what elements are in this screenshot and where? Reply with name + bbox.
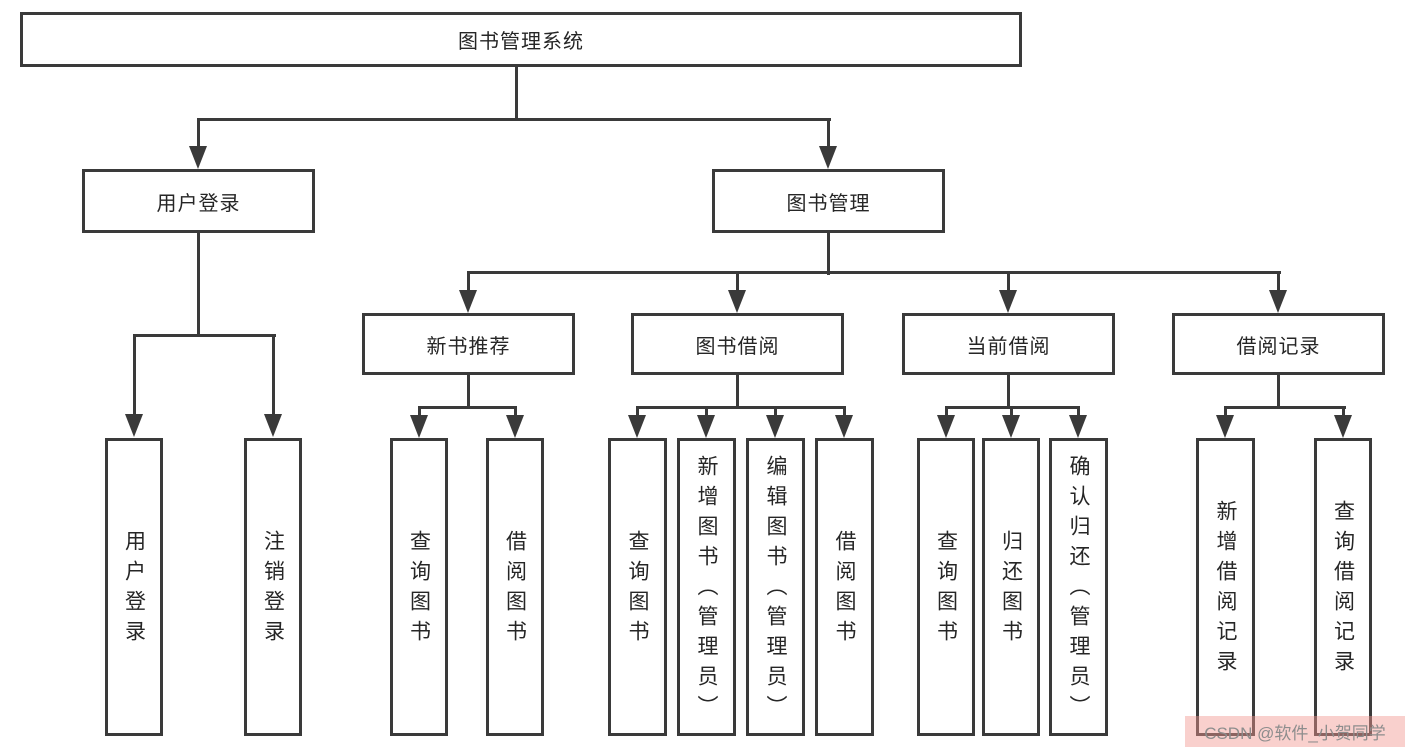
arrow-down-icon [628, 415, 646, 438]
arrow-down-icon [125, 414, 143, 437]
node-cb-confirm-return-admin: 确认归还（管理员） [1049, 438, 1108, 736]
connector-stub [827, 233, 830, 275]
node-nbr-query-books: 查询图书 [390, 438, 448, 736]
node-new-book-recommend: 新书推荐 [362, 313, 575, 375]
connector-stub [1277, 375, 1280, 409]
arrow-down-icon [728, 290, 746, 313]
connector-drop [1342, 406, 1345, 418]
connector-drop [133, 334, 136, 416]
connector-drop [705, 406, 708, 418]
node-book-borrow: 图书借阅 [631, 313, 844, 375]
arrow-down-icon [459, 290, 477, 313]
arrow-down-icon [835, 415, 853, 438]
node-login-action: 用户登录 [105, 438, 163, 736]
connector-stub [1007, 375, 1010, 409]
arrow-down-icon [506, 415, 524, 438]
node-bb-add-books-admin: 新增图书（管理员） [677, 438, 736, 736]
connector-drop [1277, 271, 1280, 293]
connector-drop [514, 406, 517, 418]
arrow-down-icon [1216, 415, 1234, 438]
connector-drop [197, 118, 200, 148]
node-cb-return-books: 归还图书 [982, 438, 1040, 736]
node-book-management: 图书管理 [712, 169, 945, 233]
connector-bar [636, 406, 846, 409]
connector-drop [467, 271, 470, 293]
arrow-down-icon [999, 290, 1017, 313]
connector-drop [636, 406, 639, 418]
arrow-down-icon [264, 414, 282, 437]
node-current-borrow: 当前借阅 [902, 313, 1115, 375]
connector-drop [272, 334, 275, 416]
connector-stub [467, 375, 470, 409]
node-bb-borrow-books: 借阅图书 [815, 438, 874, 736]
connector-drop [1010, 406, 1013, 418]
node-root-system: 图书管理系统 [20, 12, 1022, 67]
connector-bar [467, 271, 1281, 274]
node-br-query-borrow-record: 查询借阅记录 [1314, 438, 1372, 736]
connector-stub [515, 67, 518, 121]
connector-drop [1077, 406, 1080, 418]
node-borrow-records: 借阅记录 [1172, 313, 1385, 375]
arrow-down-icon [1269, 290, 1287, 313]
arrow-down-icon [766, 415, 784, 438]
arrow-down-icon [1002, 415, 1020, 438]
connector-bar [418, 406, 517, 409]
arrow-down-icon [1069, 415, 1087, 438]
connector-drop [418, 406, 421, 418]
connector-drop [827, 118, 830, 148]
node-logout-action: 注销登录 [244, 438, 302, 736]
connector-stub [736, 375, 739, 409]
connector-drop [774, 406, 777, 418]
arrow-down-icon [819, 146, 837, 169]
node-user-login: 用户登录 [82, 169, 315, 233]
connector-drop [1007, 271, 1010, 293]
connector-drop [736, 271, 739, 293]
connector-drop [945, 406, 948, 418]
arrow-down-icon [410, 415, 428, 438]
connector-bar [1224, 406, 1346, 409]
node-bb-edit-books-admin: 编辑图书（管理员） [746, 438, 805, 736]
connector-stub [197, 233, 200, 337]
node-cb-query-books: 查询图书 [917, 438, 975, 736]
arrow-down-icon [937, 415, 955, 438]
arrow-down-icon [189, 146, 207, 169]
connector-drop [1224, 406, 1227, 418]
node-br-add-borrow-record: 新增借阅记录 [1196, 438, 1255, 736]
node-nbr-borrow-books: 借阅图书 [486, 438, 544, 736]
watermark-text: CSDN @软件_小贺同学 [1204, 724, 1386, 743]
watermark-background [1185, 716, 1405, 747]
node-bb-query-books: 查询图书 [608, 438, 667, 736]
arrow-down-icon [697, 415, 715, 438]
connector-drop [843, 406, 846, 418]
connector-bar [197, 118, 831, 121]
connector-bar [133, 334, 276, 337]
arrow-down-icon [1334, 415, 1352, 438]
